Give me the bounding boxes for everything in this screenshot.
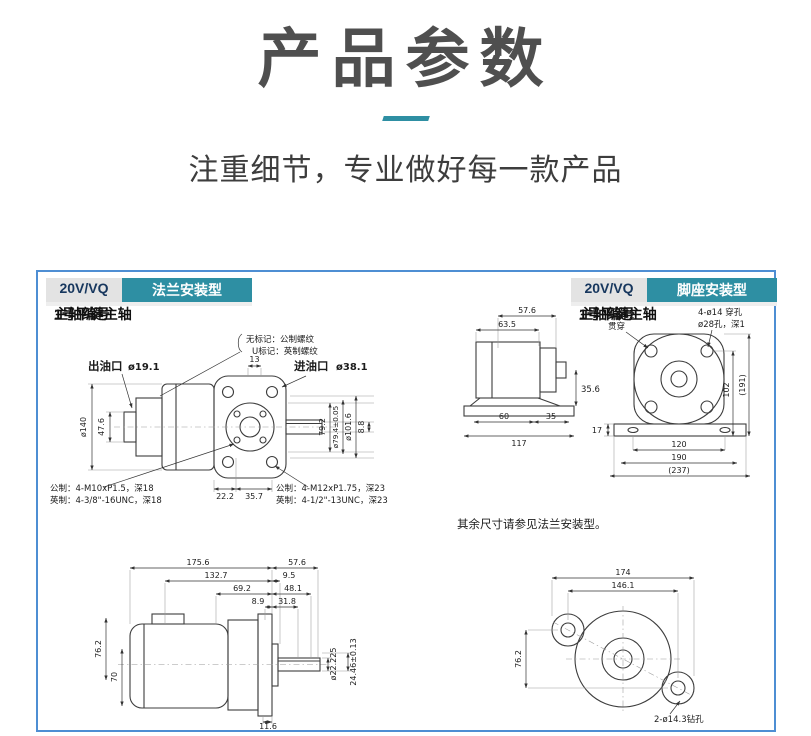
dim-102: 102 <box>722 382 731 397</box>
dim-76-2-rear: 76.2 <box>514 650 523 668</box>
outlet-port-dia: ø19.1 <box>128 362 160 373</box>
hole-d14-label: 4-ø14 穿孔 <box>698 307 743 318</box>
bolt-note-m10-metric: 公制：4-M10xP1.5，深18 <box>50 483 154 494</box>
outlet-port-label: 出油口 <box>88 359 123 373</box>
dim-63-5: 63.5 <box>498 320 516 329</box>
bolt-note-m10-imperial: 英制：4-3/8"-16UNC，深18 <box>50 495 162 506</box>
dim-35: 35 <box>546 412 556 421</box>
dim-pilot-dia: ø79.4±0.05 <box>331 406 340 448</box>
dim-175-6: 175.6 <box>187 558 210 567</box>
thread-note-imperial: U标记：英制螺纹 <box>252 346 318 357</box>
dim-31-8: 31.8 <box>278 597 296 606</box>
rear-dimension-lines <box>524 576 695 715</box>
bolt-m12-through-label: 贯穿 <box>608 321 625 332</box>
flange-spindle-label: 主轴编号 <box>54 306 110 322</box>
flange-section-header: 20V/VQ 法兰安装型 主轴编号 1号平键主轴 <box>46 278 252 322</box>
foot-spindle-label: 主轴编号 <box>579 306 635 322</box>
foot-dimension-lines <box>463 314 751 478</box>
foot-front-view-outline <box>613 333 747 437</box>
rear-centerlines <box>552 606 694 714</box>
flange-front-drawing: 出油口 ø19.1 进油口 ø38.1 无标记：公制螺纹 U标记：英制螺纹 13… <box>50 333 388 506</box>
foot-extension-lines <box>475 318 751 476</box>
bolt-note-m12-imperial: 英制：4-1/2"-13UNC，深23 <box>276 495 388 506</box>
thread-note-metric: 无标记：公制螺纹 <box>246 334 315 345</box>
dim-od101-6: ø101.6 <box>344 413 353 441</box>
foot-mount-drawing: 57.6 63.5 60 35 117 35.6 4-M12 贯穿 4-ø14 … <box>457 306 751 531</box>
side-pump-outline <box>129 613 321 717</box>
dim-191: (191) <box>738 374 747 396</box>
rear-extension-lines <box>528 580 695 689</box>
dim-key-height: 24.46±0.13 <box>349 638 358 685</box>
page-subtitle: 注重细节，专业做好每一款产品 <box>188 154 623 187</box>
dim-174: 174 <box>615 568 630 577</box>
dim-76-2-side: 76.2 <box>94 640 103 658</box>
side-extension-lines <box>129 570 352 724</box>
dim-35-6: 35.6 <box>581 385 600 395</box>
foot-model-label: 20V/VQ <box>571 278 647 302</box>
bolt-note-m12-metric: 公制：4-M12xP1.75，深23 <box>276 483 385 494</box>
side-dimension-lines <box>104 566 350 724</box>
foot-spindle-value: 1号平键主轴 <box>579 306 657 322</box>
side-view-drawing: 175.6 57.6 132.7 9.5 69.2 48.1 8.9 31.8 … <box>94 558 358 731</box>
dim-35-7: 35.7 <box>245 492 263 501</box>
dim-17: 17 <box>592 426 602 435</box>
dim-13: 13 <box>249 355 259 364</box>
dim-190: 190 <box>671 453 686 462</box>
foot-mount-type-label: 脚座安装型 <box>647 278 777 302</box>
flange-mount-type-label: 法兰安装型 <box>122 278 252 302</box>
dim-8-8: 8.8 <box>357 421 366 434</box>
dim-117: 117 <box>511 439 526 448</box>
dim-146-1: 146.1 <box>612 581 635 590</box>
dim-9-5: 9.5 <box>283 571 296 580</box>
bolt-m12-label: 4-M12 <box>608 311 635 321</box>
foot-side-view-outline <box>463 341 575 417</box>
page-title: 产品参数 <box>257 23 554 95</box>
dim-57-6-side: 57.6 <box>288 558 306 567</box>
dim-od140: ø140 <box>79 417 88 437</box>
spec-panel: 20V/VQ 法兰安装型 主轴编号 1号平键主轴 20V/VQ 脚座安装型 主轴… <box>36 270 777 732</box>
foot-section-header: 20V/VQ 脚座安装型 主轴编号 1号平键主轴 <box>571 278 777 322</box>
dim-120: 120 <box>671 440 686 449</box>
hole-d28-label: ø28孔，深1 <box>698 320 745 330</box>
dim-132-7: 132.7 <box>205 571 228 580</box>
flange-spindle-value: 1号平键主轴 <box>54 306 132 322</box>
foot-section-note: 其余尺寸请参见法兰安装型。 <box>457 517 607 531</box>
dim-70: 70 <box>110 672 119 682</box>
dim-79-2: 79.2 <box>318 418 327 436</box>
dim-shaft-dia: ø22.225 <box>329 648 338 681</box>
dim-60: 60 <box>499 412 509 421</box>
dim-11-6: 11.6 <box>259 722 277 731</box>
inlet-port-label: 进油口 <box>294 359 329 373</box>
flange-dimension-lines <box>90 333 371 491</box>
dim-57-6-foot: 57.6 <box>518 306 536 315</box>
drill-holes-label: 2-ø14.3钻孔 <box>654 714 704 725</box>
rear-view-drawing: 174 146.1 76.2 2-ø14.3钻孔 <box>514 568 704 725</box>
flange-model-label: 20V/VQ <box>46 278 122 302</box>
title-divider <box>381 116 430 121</box>
dim-237: (237) <box>668 466 690 475</box>
inlet-port-dia: ø38.1 <box>336 362 368 373</box>
dim-47-6: 47.6 <box>97 418 106 436</box>
dim-69-2: 69.2 <box>233 584 251 593</box>
dim-22-2: 22.2 <box>216 492 234 501</box>
dim-8-9: 8.9 <box>252 597 265 606</box>
dim-48-1: 48.1 <box>284 584 302 593</box>
